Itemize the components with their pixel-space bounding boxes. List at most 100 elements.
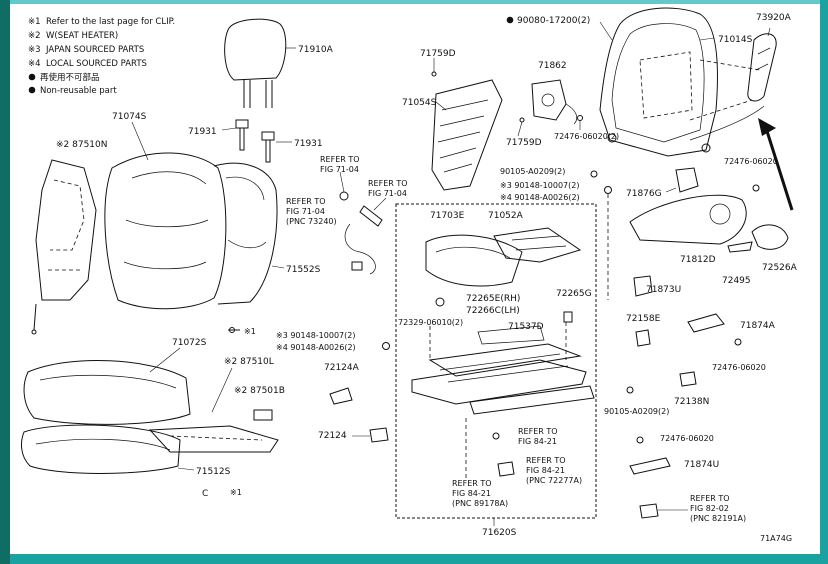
ref-line: REFER TO [518, 427, 558, 436]
clip-drawing [228, 327, 240, 333]
label-72476-upper: 72476-06020(2) [554, 132, 619, 141]
ref-line: REFER TO [452, 479, 492, 488]
bolt-icon [636, 436, 644, 444]
cover-72124A-drawing [329, 387, 353, 405]
ref-71-04-b: REFER TO FIG 71-04 [368, 179, 408, 198]
clip-icon [563, 311, 573, 323]
seat-heater-drawing [148, 409, 279, 453]
ref-line: (PNC 89178A) [452, 499, 508, 508]
headrest-drawing [224, 18, 296, 108]
legend-mark-1: ※1 [28, 17, 41, 27]
seatback-frame-drawing [599, 7, 718, 157]
ref-line: FIG 71-04 [286, 207, 325, 216]
clip-icon [435, 297, 445, 307]
label-71703E: 71703E [430, 211, 465, 221]
clip-71873U-drawing [633, 275, 653, 297]
bolt-icon [604, 186, 612, 194]
ref-line: FIG 84-21 [452, 489, 491, 498]
legend-text-6: Non-reusable part [40, 86, 117, 96]
ref-line: FIG 82-02 [690, 504, 729, 513]
label-72329: 72329-06010(2) [398, 318, 463, 327]
legend-text-2: W(SEAT HEATER) [46, 31, 118, 41]
label-71552S: 71552S [286, 265, 321, 275]
clip-c-label: C [202, 489, 208, 499]
ref-84-21-b: REFER TO FIG 84-21 (PNC 72277A) [526, 456, 582, 485]
label-87510N: ※2 87510N [56, 140, 108, 150]
label-71931-left: 71931 [188, 127, 217, 137]
label-72495: 72495 [722, 276, 751, 286]
label-72476-right: 72476-06020 [724, 157, 778, 166]
label-72265G: 72265G [556, 289, 592, 299]
ref-71-04-a: REFER TO FIG 71-04 [320, 155, 360, 174]
label-72124A: 72124A [324, 363, 360, 373]
ref-line: REFER TO [320, 155, 360, 164]
label-72266C: 72266C(LH) [466, 306, 520, 316]
recliner-bracket-drawing [665, 167, 699, 193]
label-71052A: 71052A [488, 211, 524, 221]
ref-71-04-c: REFER TO FIG 71-04 (PNC 73240) [286, 197, 337, 226]
ref-line: REFER TO [526, 456, 566, 465]
legend-text-3: JAPAN SOURCED PARTS [45, 45, 144, 55]
seatback-spring-drawing [431, 58, 503, 191]
ref-line: FIG 71-04 [368, 189, 407, 198]
bolt-icon [577, 115, 583, 121]
seat-adjuster-group-box [395, 203, 597, 519]
label-73920A: 73920A [756, 13, 792, 23]
label-71054S: 71054S [402, 98, 437, 108]
bullet-icon [506, 16, 514, 24]
leader-dashed [699, 59, 761, 71]
cover-72158E-drawing [635, 329, 651, 347]
ref-82-02: REFER TO FIG 82-02 (PNC 82191A) [690, 494, 746, 523]
legend: ※1 Refer to the last page for CLIP. ※2 W… [28, 17, 175, 96]
label-71873U: 71873U [646, 285, 681, 295]
seat-track-drawing [411, 322, 595, 415]
label-87501B: ※2 87501B [234, 386, 285, 396]
label-71874A: 71874A [740, 321, 776, 331]
label-72265E: 72265E(RH) [466, 294, 520, 304]
figure-id: 71A74G [760, 534, 792, 543]
seat-cushion-pad-drawing [21, 424, 181, 474]
window-edge-left [0, 0, 10, 564]
legend-text-5: 再使用不可部品 [40, 72, 100, 83]
label-71512S: 71512S [196, 467, 231, 477]
label-71759D-bottom: 71759D [506, 138, 542, 148]
seatback-heater-drawing [31, 159, 97, 335]
ref-line: FIG 84-21 [526, 466, 565, 475]
label-71931-right: 71931 [294, 139, 323, 149]
bolt-icon [382, 342, 390, 350]
label-72526A: 72526A [762, 263, 798, 273]
seat-cushion-cover-drawing [23, 360, 191, 425]
recliner-cover-drawing [629, 194, 789, 253]
bolt-icon [590, 170, 598, 178]
bracket-71874A-drawing [687, 313, 725, 333]
window-edge-right [820, 0, 828, 564]
legend-mark-3: ※3 [28, 45, 41, 55]
label-71074S: 71074S [112, 112, 147, 122]
airbag-cable [689, 105, 765, 141]
label-72476-lower: 72476-06020 [660, 434, 714, 443]
label-71759D-top: 71759D [420, 49, 456, 59]
label-90148-lower-3: ※3 90148-10007(2) [276, 331, 355, 340]
clip-mark: ※1 [244, 327, 256, 336]
bracket-71874U-drawing [629, 457, 671, 475]
label-72158E: 72158E [626, 314, 661, 324]
window-edge-bottom [10, 554, 820, 564]
window-edge-top [10, 0, 820, 4]
label-71014S: 71014S [718, 35, 753, 45]
cover-72124-drawing [369, 427, 389, 443]
ref-line: REFER TO [368, 179, 408, 188]
bolt-icon [492, 432, 500, 440]
connector-drawing [639, 503, 659, 519]
label-71537D: 71537D [508, 322, 544, 332]
label-71876G: 71876G [626, 189, 662, 199]
callout-arrow [758, 118, 794, 211]
bolt-icon [752, 184, 760, 192]
ref-line: FIG 71-04 [320, 165, 359, 174]
label-71620S: 71620S [482, 528, 517, 538]
label-90080: 90080-17200(2) [517, 16, 590, 26]
lumbar-module-drawing [531, 79, 578, 125]
ref-84-21-a: REFER TO FIG 84-21 [518, 427, 558, 446]
ref-line: REFER TO [286, 197, 326, 206]
label-71812D: 71812D [680, 255, 716, 265]
label-71862: 71862 [538, 61, 567, 71]
